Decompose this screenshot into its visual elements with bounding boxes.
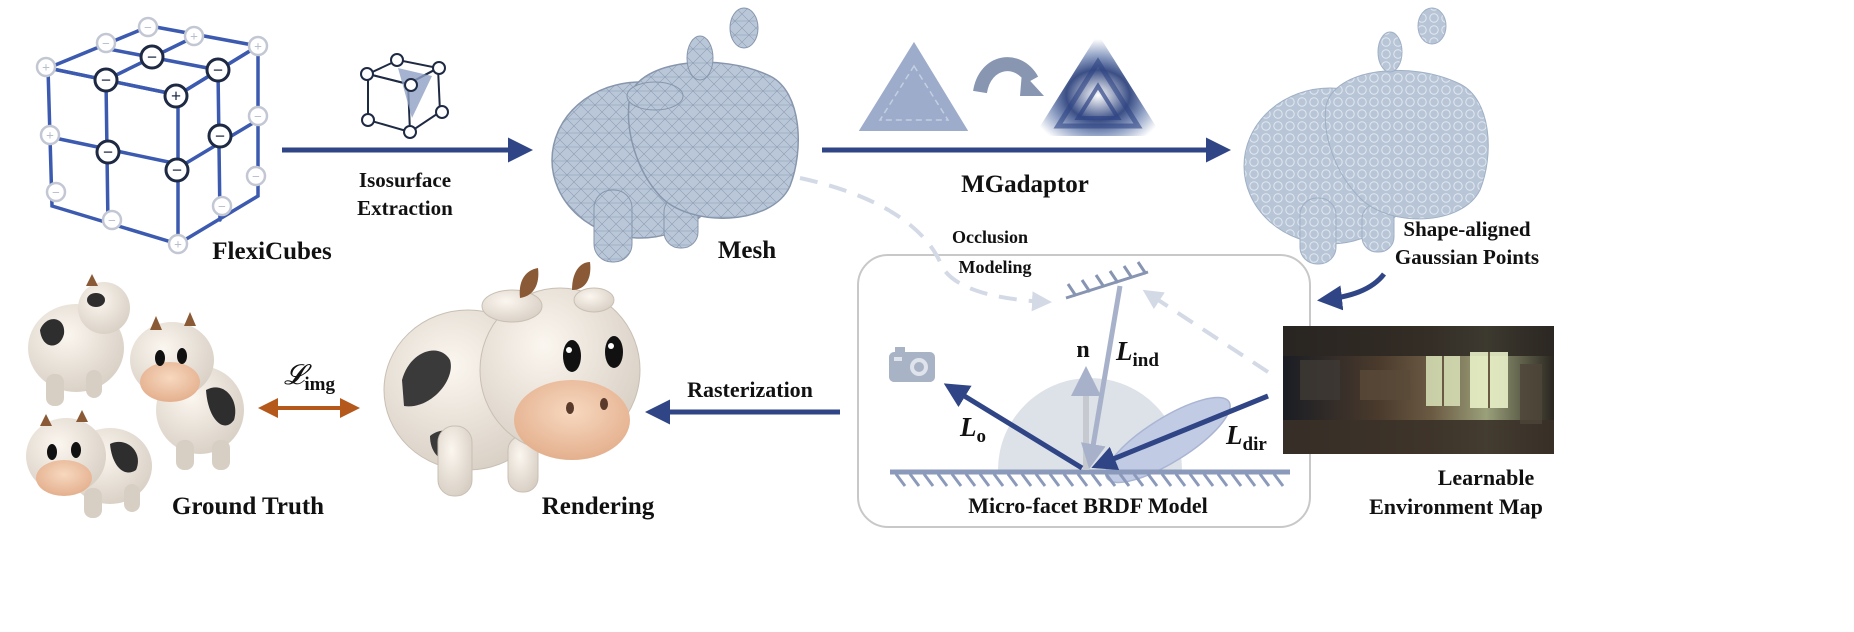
occluder-surface — [1065, 261, 1149, 300]
l-o-ray — [943, 383, 1084, 471]
cube-sign-4: + — [171, 86, 181, 106]
flexicubes-grid-icon: − − − + − − − − − + + + − + − − − − + — [35, 16, 269, 255]
ground-hatch-mark — [922, 473, 935, 487]
brdf-specular-lobe — [1105, 396, 1231, 484]
cube-sign-14: + — [46, 129, 54, 144]
arrow-gaussian-to-envmap — [1317, 272, 1386, 311]
cube-sign-13: − — [254, 110, 262, 125]
ground-hatch-mark — [1230, 473, 1243, 487]
transform-curved-arrow — [973, 57, 1039, 94]
ground-hatch-mark — [894, 473, 907, 487]
label-rendering: Rendering — [542, 493, 655, 520]
label-mgadaptor: MGadaptor — [961, 171, 1089, 198]
label-env-line1: Learnable — [1438, 465, 1535, 490]
label-l-ind-sub: ind — [1133, 350, 1160, 371]
cube-sign-2: − — [101, 70, 111, 90]
mesh-cow-image — [551, 7, 799, 263]
ground-hatch-mark — [1076, 473, 1089, 487]
ground-hatch-mark — [1146, 473, 1159, 487]
cube-sign-18: − — [108, 214, 116, 229]
envmap-to-occluder-dashed — [1142, 289, 1270, 374]
ground-hatch-mark — [1048, 473, 1061, 487]
ground-hatch-mark — [1034, 473, 1047, 487]
label-isosurface-line2: Extraction — [357, 196, 453, 220]
ground-hatch-mark — [1090, 473, 1103, 487]
label-gaussian-line1: Shape-aligned — [1403, 217, 1531, 241]
cube-sign-8: − — [144, 21, 152, 36]
label-l-ind: Lind — [1115, 336, 1159, 371]
cube-sign-3: − — [213, 60, 223, 80]
cube-sign-11: + — [254, 40, 262, 55]
ground-hatch-mark — [1216, 473, 1229, 487]
ground-hatch-mark — [1118, 473, 1131, 487]
label-ground-truth: Ground Truth — [172, 493, 324, 520]
ground-truth-images — [26, 274, 244, 518]
ground-hatch-mark — [1188, 473, 1201, 487]
ground-hatch-mark — [1104, 473, 1117, 487]
ground-hatch-mark — [936, 473, 949, 487]
ground-hatch-mark — [1132, 473, 1145, 487]
cube-sign-1: − — [147, 47, 157, 67]
ground-hatch-mark — [1020, 473, 1033, 487]
ground-surface — [890, 469, 1290, 487]
gaussian-triangle-icon — [1034, 34, 1162, 136]
cube-sign-15: − — [252, 170, 260, 185]
ground-hatch-mark — [1006, 473, 1019, 487]
cube-sign-5: − — [215, 126, 225, 146]
label-l-dir: Ldir — [1225, 420, 1267, 455]
cube-sign-9: − — [102, 37, 110, 52]
label-loss-sub: img — [304, 374, 335, 395]
ground-hatch-mark — [908, 473, 921, 487]
ground-truth-cow-3 — [26, 410, 152, 518]
label-l-o-sub: o — [977, 426, 987, 447]
label-rasterization: Rasterization — [687, 377, 813, 402]
label-isosurface-line1: Isosurface — [359, 168, 451, 192]
l-ind-ray — [1080, 285, 1123, 469]
label-occlusion-line1: Occlusion — [952, 227, 1028, 247]
ground-hatch-mark — [1244, 473, 1257, 487]
occlusion-dashed-arrow — [799, 176, 1052, 312]
rendered-cow-image — [383, 262, 641, 497]
isosurface-cube-icon — [360, 53, 449, 139]
label-gaussian-line2: Gaussian Points — [1395, 245, 1539, 269]
label-occlusion-line2: Modeling — [958, 257, 1031, 277]
cube-node-markers: − − − + − − − − − + + + − + − − − − + — [35, 16, 269, 255]
cube-sign-6: − — [103, 142, 113, 162]
ground-hatch-mark — [1062, 473, 1075, 487]
cube-sign-19: + — [174, 238, 182, 253]
ground-truth-cow-1 — [28, 274, 130, 406]
label-flexicubes: FlexiCubes — [212, 238, 332, 265]
ground-hatch-mark — [1272, 473, 1285, 487]
label-normal: n — [1076, 337, 1089, 363]
cube-sign-10: + — [190, 30, 198, 45]
label-loss: 𝓛img — [284, 360, 335, 395]
environment-map-image — [1283, 326, 1554, 454]
label-l-dir-sub: dir — [1243, 434, 1268, 455]
ground-hatch-mark — [950, 473, 963, 487]
label-env-line2: Environment Map — [1369, 494, 1543, 519]
l-dir-ray — [1091, 393, 1269, 471]
ground-hatch-mark — [1174, 473, 1187, 487]
ground-hatch-mark — [1202, 473, 1215, 487]
ground-truth-cow-2 — [130, 312, 244, 470]
label-brdf: Micro-facet BRDF Model — [968, 493, 1207, 518]
cube-sign-12: + — [42, 61, 50, 76]
ground-hatch-mark — [992, 473, 1005, 487]
triangle-icon — [855, 38, 972, 133]
label-l-o: Lo — [959, 412, 986, 447]
cube-sign-7: − — [172, 160, 182, 180]
cube-sign-16: − — [52, 186, 60, 201]
label-mesh: Mesh — [718, 237, 776, 264]
cube-sign-17: − — [218, 200, 226, 215]
gaussian-cow-image — [1243, 7, 1489, 265]
camera-icon — [889, 347, 935, 382]
ground-hatch-mark — [1160, 473, 1173, 487]
ground-hatch-mark — [1258, 473, 1271, 487]
ground-hatch-mark — [964, 473, 977, 487]
ground-hatch-mark — [978, 473, 991, 487]
